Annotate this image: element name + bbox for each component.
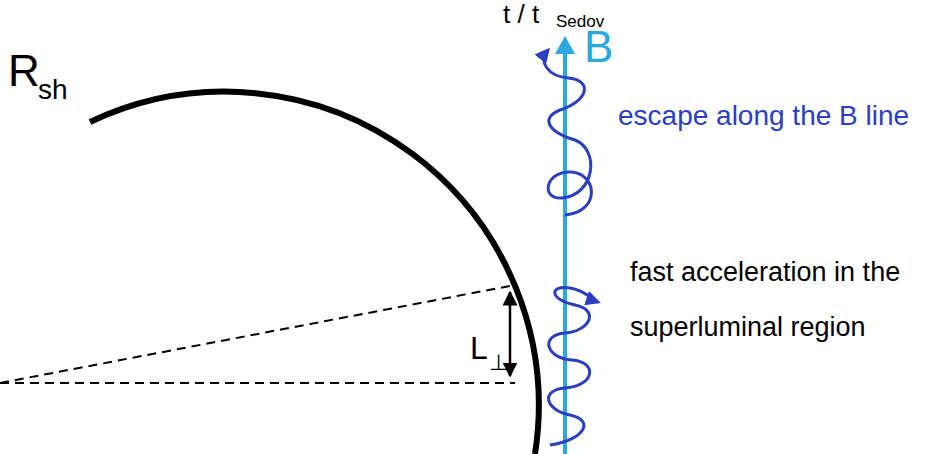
radius-label: R bbox=[8, 46, 40, 97]
radius-subscript: sh bbox=[38, 74, 68, 106]
length-arrow bbox=[509, 292, 512, 376]
length-subscript: ⊥ bbox=[489, 350, 508, 375]
acceleration-note: fast acceleration in the superluminal re… bbox=[630, 245, 918, 355]
shock-front bbox=[90, 92, 539, 454]
escape-note: escape along the B line bbox=[618, 100, 909, 132]
radius-line bbox=[0, 382, 515, 384]
field-line bbox=[563, 52, 567, 454]
field-arrowhead bbox=[555, 36, 575, 54]
field-label: B bbox=[584, 22, 613, 73]
acceleration-trajectory bbox=[549, 288, 598, 445]
length-label: L bbox=[470, 330, 488, 367]
radius-line bbox=[0, 285, 515, 383]
escape-trajectory bbox=[544, 50, 591, 215]
time-label: t / t bbox=[503, 0, 539, 30]
